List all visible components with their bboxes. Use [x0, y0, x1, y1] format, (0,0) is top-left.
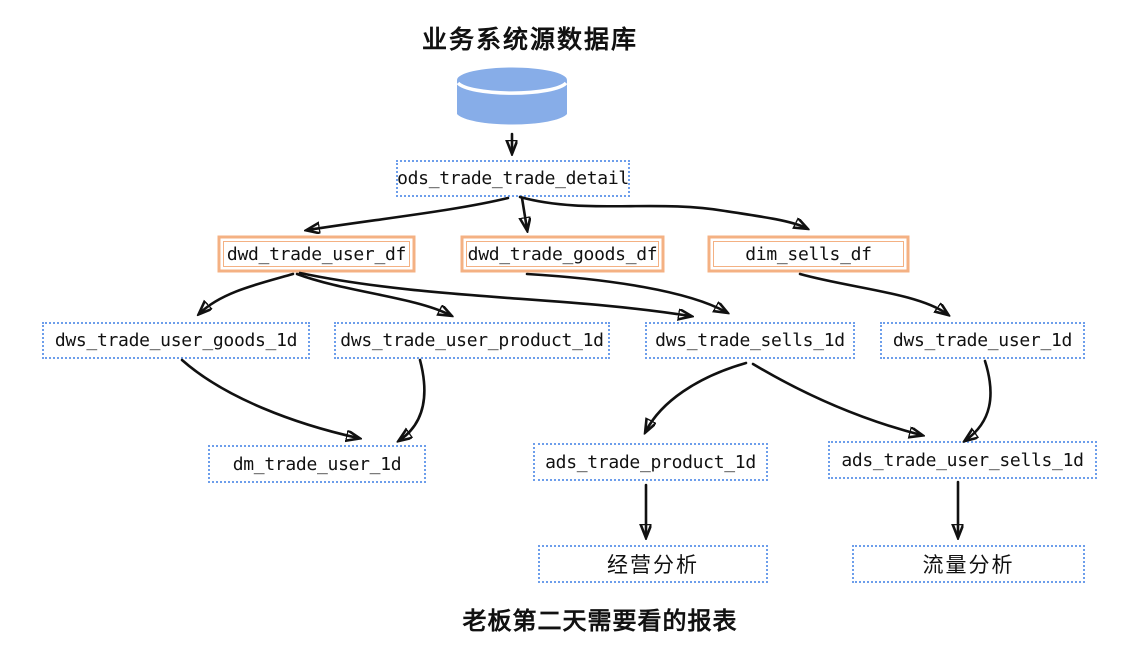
- edge-dwd-goods-to-dws-sells: [525, 272, 726, 312]
- edge-dws-user-product-to-dm-user: [400, 358, 426, 440]
- node-dwd-trade-goods-df: dwd_trade_goods_df: [466, 241, 659, 267]
- node-ods-trade-trade-detail: ods_trade_trade_detail: [396, 160, 630, 197]
- diagram-top-title: 业务系统源数据库: [421, 25, 638, 54]
- node-dws-trade-user-1d: dws_trade_user_1d: [880, 322, 1085, 359]
- diagram-bottom-caption: 老板第二天需要看的报表: [462, 607, 738, 635]
- edge-dwd-user-to-dws-user-goods: [200, 272, 295, 313]
- edge-dws-user-to-ads-user-sells: [966, 359, 992, 440]
- node-dws-trade-user-goods-1d: dws_trade_user_goods_1d: [42, 322, 310, 359]
- edge-ods-to-dwd-goods: [522, 196, 527, 229]
- edge-ods-to-dim-sells: [518, 195, 806, 228]
- edge-ods-to-dwd-user: [308, 196, 510, 230]
- edge-dim-sells-to-dws-user: [798, 272, 947, 314]
- edge-dws-sells-to-ads-product: [646, 361, 748, 431]
- edge-dws-user-goods-to-dm-user: [180, 358, 358, 438]
- edge-dwd-user-to-dws-sells: [298, 271, 690, 316]
- edge-dwd-user-to-dws-user-product: [295, 272, 450, 315]
- node-ads-trade-user-sells-1d: ads_trade_user_sells_1d: [828, 441, 1097, 479]
- node-ads-trade-product-1d: ads_trade_product_1d: [533, 443, 768, 481]
- node-report-traffic-analysis: 流量分析: [852, 545, 1085, 583]
- node-dim-sells-df: dim_sells_df: [713, 241, 904, 267]
- node-dws-trade-user-product-1d: dws_trade_user_product_1d: [334, 322, 610, 359]
- node-dm-trade-user-1d: dm_trade_user_1d: [208, 445, 426, 483]
- database-icon: [456, 67, 568, 125]
- node-dws-trade-sells-1d: dws_trade_sells_1d: [645, 322, 855, 359]
- node-dwd-trade-user-df: dwd_trade_user_df: [223, 241, 410, 267]
- edge-dws-sells-to-ads-user-sells: [751, 362, 921, 435]
- node-report-business-analysis: 经营分析: [538, 545, 768, 583]
